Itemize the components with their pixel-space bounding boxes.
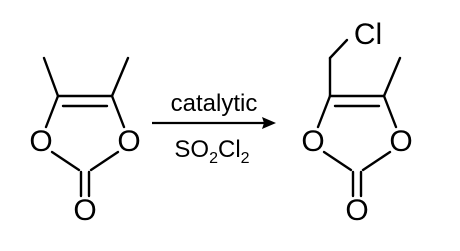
reactant-o-c2-left-bond [50,150,81,172]
condition-catalytic: catalytic [171,90,258,117]
product-c4-o-bond [316,94,332,129]
reaction-arrow-group: catalytic SO2Cl2 [152,90,276,167]
reactant-o-c2-right-bond [89,150,120,172]
reactant-c5-o-bond [110,94,126,129]
reactant-c4-o-bond [44,94,60,129]
condition-reagent-so2cl2: SO2Cl2 [174,136,249,167]
product-molecule: Cl O O O [301,18,412,227]
reagent-subscript-2b: 2 [241,150,250,167]
product-o-left-label: O [301,125,324,158]
product-methyl-bond [382,56,402,98]
product-c5-o-bond [382,94,398,129]
product-o-right-label: O [389,125,412,158]
reactant-methyl-left-bond [42,56,60,98]
reactant-o-left-label: O [29,125,52,158]
product-ch2-cl-bond [328,38,349,60]
reaction-arrow-head [262,117,276,129]
reagent-subscript-2a: 2 [209,150,218,167]
product-cl-label: Cl [354,18,382,51]
reactant-o-carbonyl-label: O [73,194,96,227]
product-o-c2-left-bond [322,150,353,172]
reactant-methyl-right-bond [110,56,130,98]
product-o-carbonyl-label: O [345,194,368,227]
reactant-molecule: O O O [29,56,141,227]
reactant-o-right-label: O [117,125,140,158]
reagent-cl: Cl [218,136,241,163]
product-o-c2-right-bond [361,150,392,172]
reagent-so: SO [174,136,209,163]
